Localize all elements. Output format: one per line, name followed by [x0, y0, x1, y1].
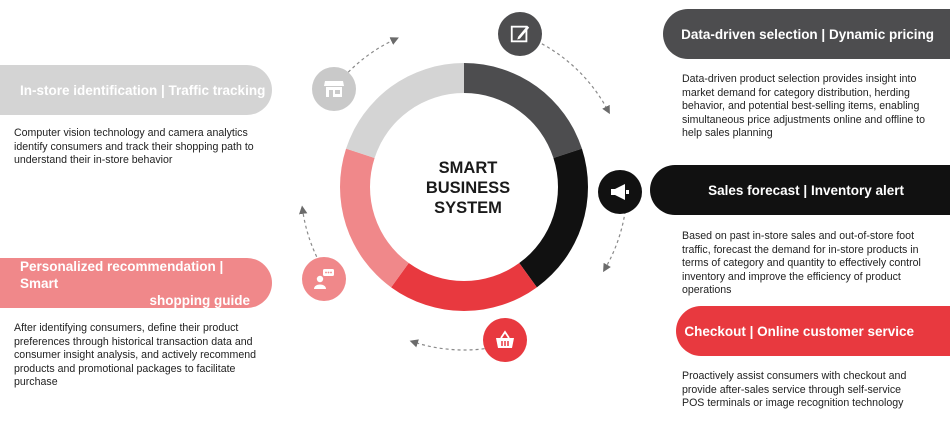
checkout-title: Checkout | Online customer service — [684, 323, 914, 339]
donut-ring — [340, 63, 589, 312]
basket-icon — [496, 330, 514, 348]
data-driven-description: Data-driven product selection provides i… — [682, 73, 926, 140]
megaphone-icon — [611, 184, 629, 200]
checkout-icon-circle — [483, 318, 527, 362]
center-title-line3: SYSTEM — [434, 199, 502, 217]
in-store-icon-circle — [312, 67, 356, 111]
personalized-icon-circle — [302, 257, 346, 301]
personalized-title-line1: Personalized recommendation | Smart — [20, 258, 224, 291]
center-title-line1: SMART — [438, 159, 498, 177]
data-driven-icon-circle — [498, 12, 542, 56]
in-store-description: Computer vision technology and camera an… — [14, 127, 254, 167]
center-title-line2: BUSINESS — [425, 179, 511, 197]
personalized-title-line2: shopping guide — [149, 292, 251, 308]
sales-forecast-icon-circle — [598, 170, 642, 214]
personalized-pill: Personalized recommendation | Smart shop… — [0, 258, 272, 308]
sales-forecast-description: Based on past in-store sales and out-of-… — [682, 230, 921, 297]
ring-segment-data-driven — [464, 63, 582, 158]
personalized-description: After identifying consumers, define thei… — [14, 322, 257, 389]
ring-segment-sales-forecast — [519, 148, 589, 288]
sales-forecast-title: Sales forecast | Inventory alert — [708, 182, 904, 198]
store-icon — [324, 81, 344, 97]
checkout-pill: Checkout | Online customer service — [676, 306, 950, 356]
in-store-title: In-store identification | Traffic tracki… — [20, 82, 266, 98]
center-title: SMART BUSINESS SYSTEM — [398, 158, 538, 218]
ring-segment-checkout — [391, 263, 537, 312]
cycle-arrow-5 — [322, 37, 399, 106]
data-driven-title: Data-driven selection | Dynamic pricing — [681, 26, 934, 42]
checkout-description: Proactively assist consumers with checko… — [682, 370, 907, 410]
edit-icon — [510, 25, 530, 43]
in-store-pill: In-store identification | Traffic tracki… — [0, 65, 272, 115]
ring-segment-personalized — [340, 148, 409, 288]
data-driven-pill: Data-driven selection | Dynamic pricing — [663, 9, 950, 59]
chat-person-icon — [314, 269, 334, 289]
sales-forecast-pill: Sales forecast | Inventory alert — [650, 165, 950, 215]
ring-segment-in-store — [346, 63, 464, 158]
